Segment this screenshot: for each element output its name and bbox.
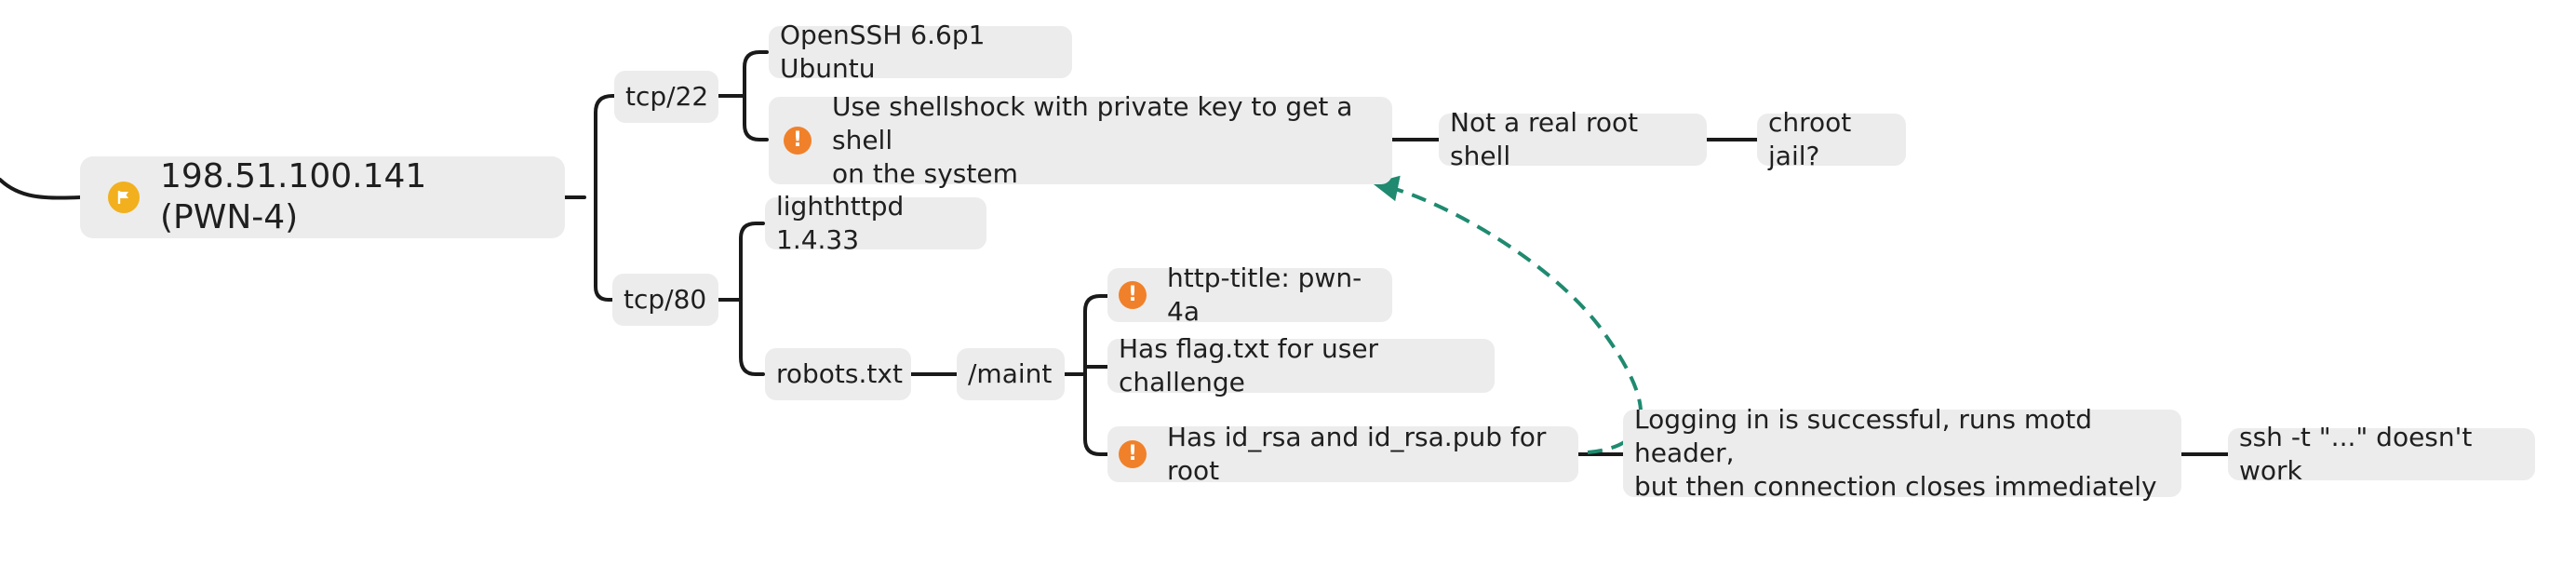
shellshock-node[interactable]: ! Use shellshock with private key to get… bbox=[769, 91, 1392, 189]
tcp80-node[interactable]: tcp/80 bbox=[612, 274, 718, 326]
root-node[interactable]: 198.51.100.141 (PWN-4) bbox=[80, 156, 565, 238]
ssh-t-label: ssh -t "..." doesn't work bbox=[2239, 422, 2473, 486]
maint-node[interactable]: /maint bbox=[957, 348, 1065, 400]
robots-node[interactable]: robots.txt bbox=[765, 348, 911, 400]
id-rsa-label: Has id_rsa and id_rsa.pub for root bbox=[1167, 422, 1547, 486]
logging-label: Logging in is successful, runs motd head… bbox=[1634, 404, 2157, 502]
relation-arrow bbox=[1372, 175, 1643, 454]
flag-txt-label: Has flag.txt for user challenge bbox=[1119, 333, 1379, 397]
lighttpd-node[interactable]: lighthttpd 1.4.33 bbox=[765, 191, 986, 255]
id-rsa-node[interactable]: ! Has id_rsa and id_rsa.pub for root bbox=[1107, 422, 1578, 486]
flag-txt-node[interactable]: Has flag.txt for user challenge bbox=[1107, 333, 1495, 397]
tcp80-children-line bbox=[717, 222, 765, 376]
logging-node[interactable]: Logging in is successful, runs motd head… bbox=[1623, 404, 2181, 502]
maint-children-line bbox=[1063, 294, 1109, 456]
openssh-node[interactable]: OpenSSH 6.6p1 Ubuntu bbox=[769, 20, 1072, 84]
tcp22-children-line bbox=[717, 50, 769, 141]
flag-icon bbox=[108, 182, 140, 213]
alert-icon: ! bbox=[1119, 281, 1147, 309]
alert-icon: ! bbox=[1119, 440, 1147, 468]
tcp80-label: tcp/80 bbox=[624, 284, 707, 315]
root-to-ports-line bbox=[563, 94, 616, 302]
incoming-branch-line bbox=[0, 178, 82, 200]
chroot-node[interactable]: chroot jail? bbox=[1757, 107, 1906, 171]
maint-label: /maint bbox=[968, 358, 1053, 389]
not-root-label: Not a real root shell bbox=[1450, 107, 1639, 171]
tcp22-label: tcp/22 bbox=[625, 81, 709, 112]
shellshock-label: Use shellshock with private key to get a… bbox=[832, 91, 1353, 189]
tcp22-node[interactable]: tcp/22 bbox=[614, 71, 718, 123]
http-title-node[interactable]: ! http-title: pwn-4a bbox=[1107, 263, 1392, 327]
lighttpd-label: lighthttpd 1.4.33 bbox=[776, 191, 905, 255]
root-node-label: 198.51.100.141 (PWN-4) bbox=[160, 157, 427, 236]
openssh-label: OpenSSH 6.6p1 Ubuntu bbox=[780, 20, 986, 84]
http-title-label: http-title: pwn-4a bbox=[1167, 263, 1362, 327]
not-root-node[interactable]: Not a real root shell bbox=[1439, 107, 1707, 171]
chroot-label: chroot jail? bbox=[1768, 107, 1852, 171]
alert-icon: ! bbox=[784, 127, 812, 155]
ssh-t-node[interactable]: ssh -t "..." doesn't work bbox=[2228, 422, 2535, 486]
robots-label: robots.txt bbox=[776, 358, 903, 389]
